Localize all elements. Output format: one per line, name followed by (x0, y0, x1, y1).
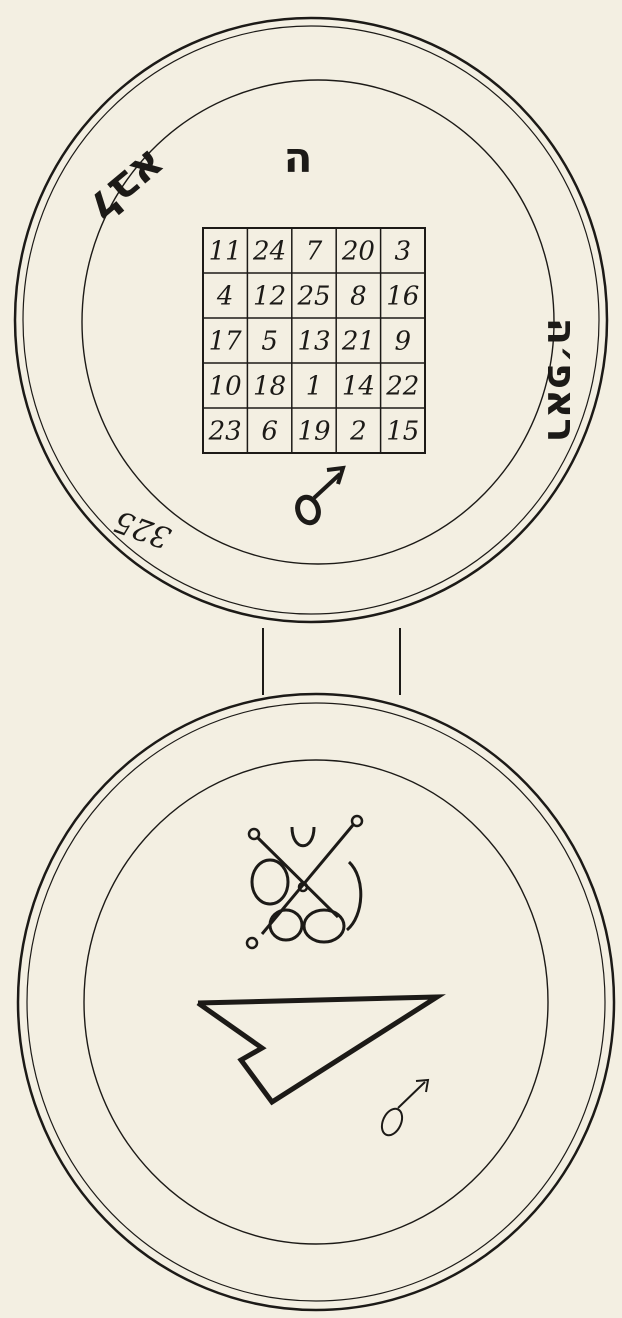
upper-top-letter: ה (284, 133, 313, 182)
magic-square-cell: 5 (261, 327, 278, 357)
lower-mars-symbol (378, 1080, 428, 1138)
upper-left-rim-inscription: לבא (78, 139, 176, 233)
magic-square-cell: 1 (306, 372, 323, 402)
magic-square-cell: 10 (209, 372, 242, 402)
upper-right-rim-inscription: ראפ׳ה (538, 318, 584, 443)
magic-square-cell: 21 (341, 327, 375, 357)
upper-outer-rim-inner-line (23, 26, 599, 614)
magic-square-cell: 16 (386, 282, 419, 312)
magic-square-cell: 8 (350, 282, 367, 312)
upper-mars-symbol (294, 468, 343, 526)
magic-square-cell: 25 (296, 282, 330, 312)
magic-square-cell: 18 (253, 372, 286, 402)
magic-square-cell: 12 (253, 282, 286, 312)
magic-square-cell: 19 (297, 417, 330, 447)
sigil (247, 816, 362, 948)
magic-square-cell: 9 (395, 327, 412, 357)
lower-talisman (18, 694, 614, 1310)
upper-outer-rim (15, 18, 607, 622)
magic-square-cell: 3 (395, 237, 412, 267)
magic-square-cell: 6 (261, 417, 278, 447)
magic-square-cell: 17 (209, 327, 243, 357)
magic-square-cell: 14 (342, 372, 375, 402)
magic-square-cell: 2 (349, 417, 367, 447)
magic-square-cell: 7 (306, 237, 323, 267)
upper-rim-number: 325 (110, 503, 176, 555)
magic-square-cell: 11 (209, 237, 242, 267)
connector-band (263, 628, 400, 695)
magic-square-cell: 20 (341, 237, 375, 267)
magic-square-cell: 22 (385, 372, 419, 402)
magic-square-cell: 15 (386, 417, 419, 447)
angular-glyph (198, 997, 437, 1102)
magic-square-cell: 23 (208, 417, 242, 447)
magic-square-cell: 4 (216, 282, 234, 312)
magic-square-cell: 24 (252, 237, 286, 267)
magic-square-cell: 13 (297, 327, 330, 357)
